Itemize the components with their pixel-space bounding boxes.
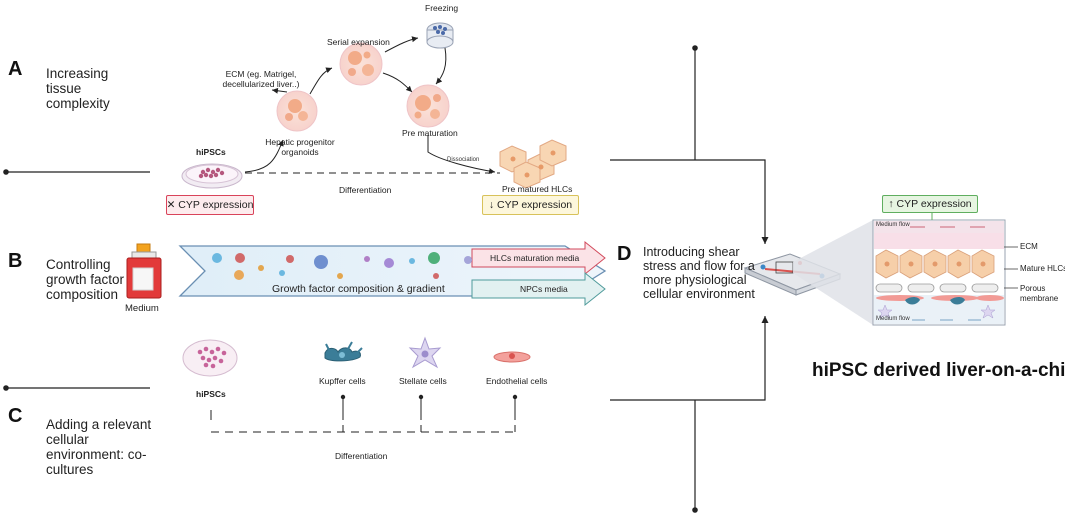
section-a-title: Increasing tissue complexity [46, 66, 110, 111]
section-c-letter: C [8, 405, 23, 427]
pre-maturation-label: Pre maturation [402, 128, 458, 138]
differentiation-label-c: Differentiation [335, 451, 388, 461]
endothelial-label: Endothelial cells [486, 376, 548, 386]
section-d-title: Introducing shear stress and flow for a … [643, 245, 755, 301]
final-title: hiPSC derived liver-on-a-chip [812, 360, 1065, 381]
ecm-label: ECM [1020, 242, 1038, 251]
stellate-label: Stellate cells [399, 376, 447, 386]
hlc-media-label: HLCs maturation media [490, 253, 580, 263]
cyp-high-badge: ↑ CYP expression [882, 195, 978, 213]
pre-matured-hlcs-label: Pre matured HLCs [502, 184, 573, 194]
dissociation-label: Dissociation [447, 157, 480, 163]
hipscs-label-c: hiPSCs [196, 389, 226, 399]
section-c-graphics [182, 336, 531, 433]
gradient-label: Growth factor composition & gradient [272, 283, 445, 295]
section-a-graphics [181, 22, 567, 189]
section-c-title: Adding a relevant cellular environment: … [46, 417, 152, 477]
freezing-label: Freezing [425, 3, 459, 13]
porous-membrane-label: Porous membrane [1020, 284, 1059, 303]
ecm-note-label: ECM (eg. Matrigel, decellularized liver.… [222, 69, 300, 89]
hepatic-progenitor-label: Hepatic progenitor organoids [265, 137, 335, 157]
section-b-graphics [126, 240, 607, 307]
npc-media-label: NPCs media [520, 284, 568, 294]
serial-expansion-label: Serial expansion [327, 37, 390, 47]
hipscs-label-a: hiPSCs [196, 147, 226, 157]
section-b-title: Controlling growth factor composition [46, 257, 125, 302]
medium-label: Medium [125, 303, 159, 314]
connector-lines [3, 45, 769, 513]
section-b-letter: B [8, 250, 23, 272]
medium-flow-bottom-label: Medium flow [876, 316, 910, 322]
section-d-graphics [743, 213, 1018, 326]
differentiation-label-a: Differentiation [339, 185, 392, 195]
cyp-low-badge: ↓ CYP expression [482, 195, 579, 215]
medium-flow-top-label: Medium flow [876, 222, 910, 228]
mature-hlcs-label: Mature HLCs [1020, 264, 1065, 273]
section-a-letter: A [8, 58, 23, 80]
section-d-letter: D [617, 243, 632, 265]
cyp-none-badge: ✕ CYP expression [166, 195, 254, 215]
kupffer-label: Kupffer cells [319, 376, 366, 386]
